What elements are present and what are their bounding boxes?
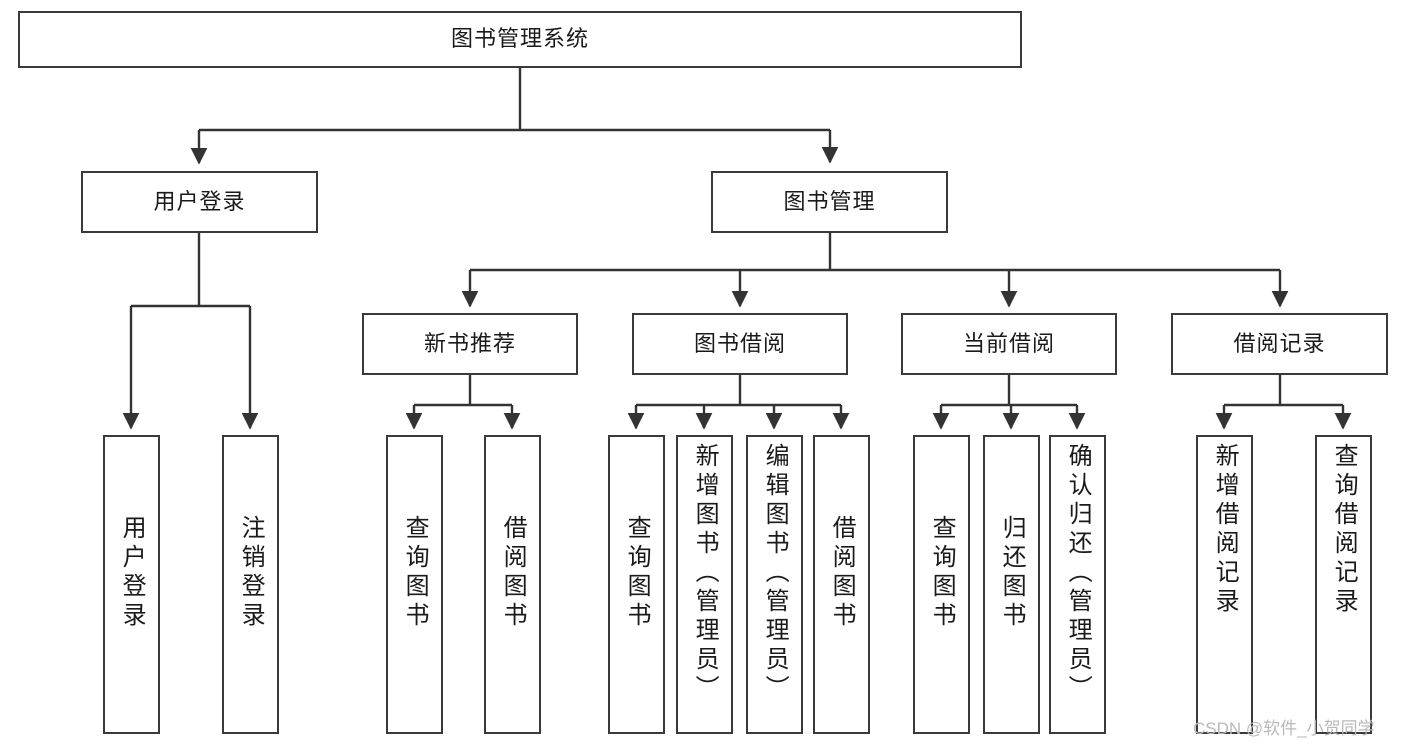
node-leaf-newbook-query-label: 查询图书	[401, 515, 429, 631]
node-leaf-user-login-label: 用户登录	[118, 515, 146, 631]
node-leaf-current-query[interactable]: 查询图书	[913, 435, 970, 734]
node-leaf-newbook-borrow[interactable]: 借阅图书	[484, 435, 541, 734]
node-newbook-label: 新书推荐	[423, 330, 516, 356]
node-current-label: 当前借阅	[962, 330, 1055, 356]
node-leaf-user-login[interactable]: 用户登录	[103, 435, 160, 734]
node-borrow-label: 图书借阅	[693, 330, 786, 356]
node-leaf-newbook-borrow-label: 借阅图书	[499, 515, 527, 631]
node-leaf-book-borrow-label: 借阅图书	[828, 515, 856, 631]
node-leaf-book-return-label: 归还图书	[998, 515, 1026, 631]
node-leaf-record-query-label: 查询借阅记录	[1330, 443, 1358, 617]
node-leaf-book-add[interactable]: 新增图书（管理员）	[676, 435, 733, 734]
node-leaf-return-confirm[interactable]: 确认归还（管理员）	[1049, 435, 1106, 734]
node-leaf-borrow-query-label: 查询图书	[623, 515, 651, 631]
node-leaf-current-query-label: 查询图书	[928, 515, 956, 631]
node-leaf-book-edit[interactable]: 编辑图书（管理员）	[746, 435, 803, 734]
node-login[interactable]: 用户登录	[81, 171, 318, 233]
node-login-label: 用户登录	[153, 188, 246, 214]
node-leaf-record-add[interactable]: 新增借阅记录	[1196, 435, 1253, 734]
node-root-label: 图书管理系统	[450, 26, 589, 52]
node-current[interactable]: 当前借阅	[901, 313, 1117, 375]
node-leaf-user-logout[interactable]: 注销登录	[222, 435, 279, 734]
node-newbook[interactable]: 新书推荐	[362, 313, 578, 375]
node-leaf-book-edit-label: 编辑图书（管理员）	[761, 443, 789, 704]
node-bookmgmt[interactable]: 图书管理	[711, 171, 948, 233]
node-leaf-return-confirm-label: 确认归还（管理员）	[1064, 443, 1092, 704]
node-bookmgmt-label: 图书管理	[783, 188, 876, 214]
node-leaf-user-logout-label: 注销登录	[237, 515, 265, 631]
node-leaf-book-add-label: 新增图书（管理员）	[691, 443, 719, 704]
node-root[interactable]: 图书管理系统	[18, 11, 1022, 68]
node-records[interactable]: 借阅记录	[1171, 313, 1388, 375]
node-leaf-book-borrow[interactable]: 借阅图书	[813, 435, 870, 734]
node-leaf-book-return[interactable]: 归还图书	[983, 435, 1040, 734]
node-borrow[interactable]: 图书借阅	[632, 313, 848, 375]
node-leaf-newbook-query[interactable]: 查询图书	[386, 435, 443, 734]
node-leaf-borrow-query[interactable]: 查询图书	[608, 435, 665, 734]
node-leaf-record-add-label: 新增借阅记录	[1211, 443, 1239, 617]
node-records-label: 借阅记录	[1233, 330, 1326, 356]
node-leaf-record-query[interactable]: 查询借阅记录	[1315, 435, 1372, 734]
